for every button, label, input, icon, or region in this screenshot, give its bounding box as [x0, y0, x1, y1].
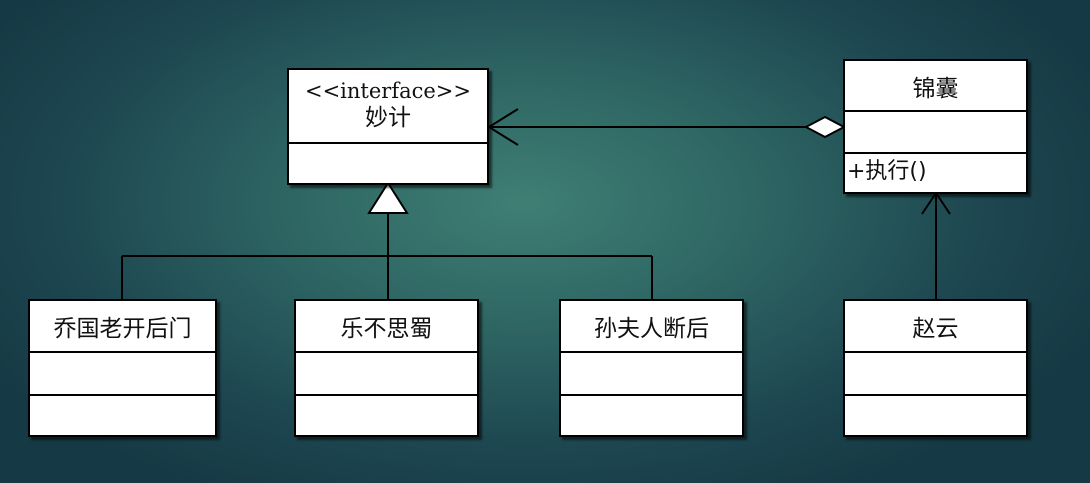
generalization-arrowhead — [367, 181, 409, 214]
interface-stereotype: <<interface>> — [304, 79, 471, 103]
class-zhaoyun-box[interactable]: 赵云 — [843, 299, 1028, 437]
class-jinnang-operation: +执行() — [845, 152, 1026, 192]
interface-miaoji-box[interactable]: <<interface>> 妙计 — [287, 68, 489, 185]
aggregation-diamond — [803, 115, 847, 139]
class-lebusishu-box[interactable]: 乐不思蜀 — [294, 299, 479, 437]
class-jinnang-attributes — [845, 110, 1026, 152]
interface-header: <<interface>> 妙计 — [289, 70, 487, 142]
class-jinnang-name: 锦囊 — [912, 75, 959, 102]
class-jinnang-box[interactable]: 锦囊 +执行() — [843, 59, 1028, 194]
interface-operations-section — [289, 142, 487, 183]
class-sunfuren-operations — [561, 394, 742, 435]
class-qiaoguolao-box[interactable]: 乔国老开后门 — [28, 299, 217, 437]
aggregation-open-arrowhead — [487, 108, 519, 146]
interface-name: 妙计 — [365, 105, 411, 131]
class-sunfuren-box[interactable]: 孙夫人断后 — [559, 299, 744, 437]
class-qiaoguolao-attributes — [30, 351, 215, 394]
class-qiaoguolao-name: 乔国老开后门 — [53, 316, 192, 342]
class-qiaoguolao-operations — [30, 394, 215, 435]
class-zhaoyun-attributes — [845, 351, 1026, 394]
class-lebusishu-operations — [296, 394, 477, 435]
class-sunfuren-name: 孙夫人断后 — [594, 316, 709, 342]
class-zhaoyun-operations — [845, 394, 1026, 435]
class-sunfuren-attributes — [561, 351, 742, 394]
class-zhaoyun-name: 赵云 — [912, 316, 959, 342]
class-lebusishu-name: 乐不思蜀 — [340, 316, 433, 342]
class-lebusishu-attributes — [296, 351, 477, 394]
